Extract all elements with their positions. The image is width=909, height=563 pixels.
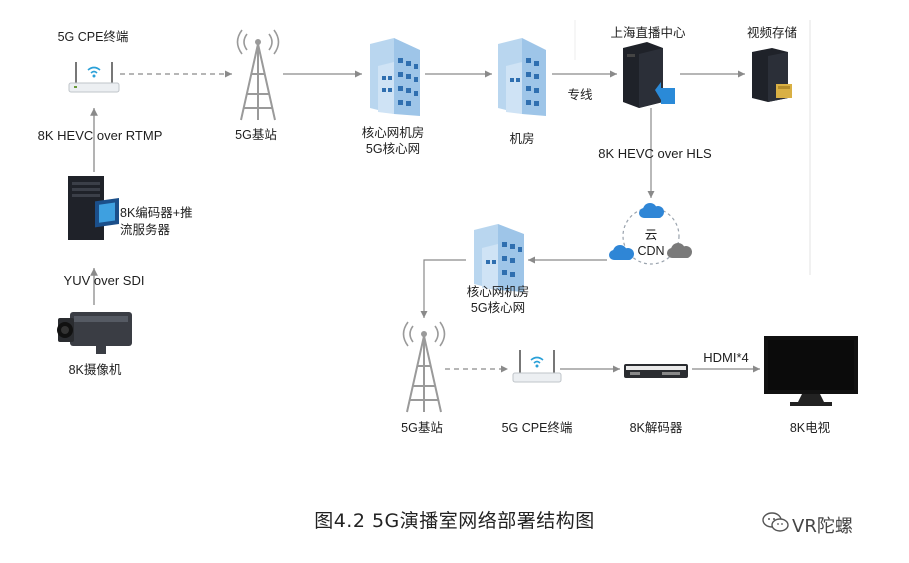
machine-room-building-icon [498, 38, 546, 116]
hdmi-label: HDMI*4 [703, 350, 749, 365]
yuv-label: YUV over SDI [63, 273, 145, 288]
camera-icon [57, 312, 132, 354]
cloud-label-1: 云 [644, 228, 658, 242]
hls-label: 8K HEVC over HLS [598, 146, 712, 161]
decoder-label: 8K解码器 [629, 421, 683, 435]
cpe-bottom-label: 5G CPE终端 [501, 421, 573, 435]
video-storage-icon [752, 48, 792, 102]
tv-label: 8K电视 [789, 421, 831, 435]
cpe-router-icon [68, 62, 120, 93]
cpe-top-label: 5G CPE终端 [57, 30, 129, 44]
core-network-building-2-icon [474, 224, 524, 292]
figure-caption: 图4.2 5G演播室网络部署结构图 [314, 510, 595, 532]
core-network-building-icon [370, 38, 420, 116]
cpe-router-2-icon [512, 350, 562, 383]
core-to-bs-arrow [420, 259, 466, 318]
core-mid-label-1: 核心网机房 [466, 285, 530, 299]
encoder-server-icon [68, 176, 119, 240]
broadcast-center-server-icon [623, 42, 675, 108]
machine-room-label: 机房 [509, 132, 535, 146]
wechat-icon [762, 512, 789, 532]
core-top-label-2: 5G核心网 [365, 142, 421, 156]
watermark-text: VR陀螺 [792, 516, 853, 537]
core-top-label-1: 核心网机房 [361, 126, 425, 140]
bs-top-label: 5G基站 [235, 128, 277, 142]
bs-bottom-label: 5G基站 [401, 421, 443, 435]
decoder-device-icon [624, 364, 688, 378]
cloud-label-2: CDN [637, 244, 665, 258]
shanghai-center-label: 上海直播中心 [610, 26, 686, 40]
camera-label: 8K摄像机 [68, 363, 122, 377]
core-mid-label-2: 5G核心网 [470, 301, 526, 315]
rtmp-label: 8K HEVC over RTMP [37, 128, 163, 143]
dedicated-line-label: 专线 [567, 88, 593, 102]
video-storage-label: 视频存储 [746, 26, 798, 40]
base-station-tower-2-icon [402, 321, 446, 413]
cloud-cdn-icon [609, 203, 692, 265]
tv-icon [764, 336, 858, 406]
base-station-tower-icon [236, 29, 280, 121]
encoder-label: 8K编码器+推 流服务器 [120, 206, 193, 237]
